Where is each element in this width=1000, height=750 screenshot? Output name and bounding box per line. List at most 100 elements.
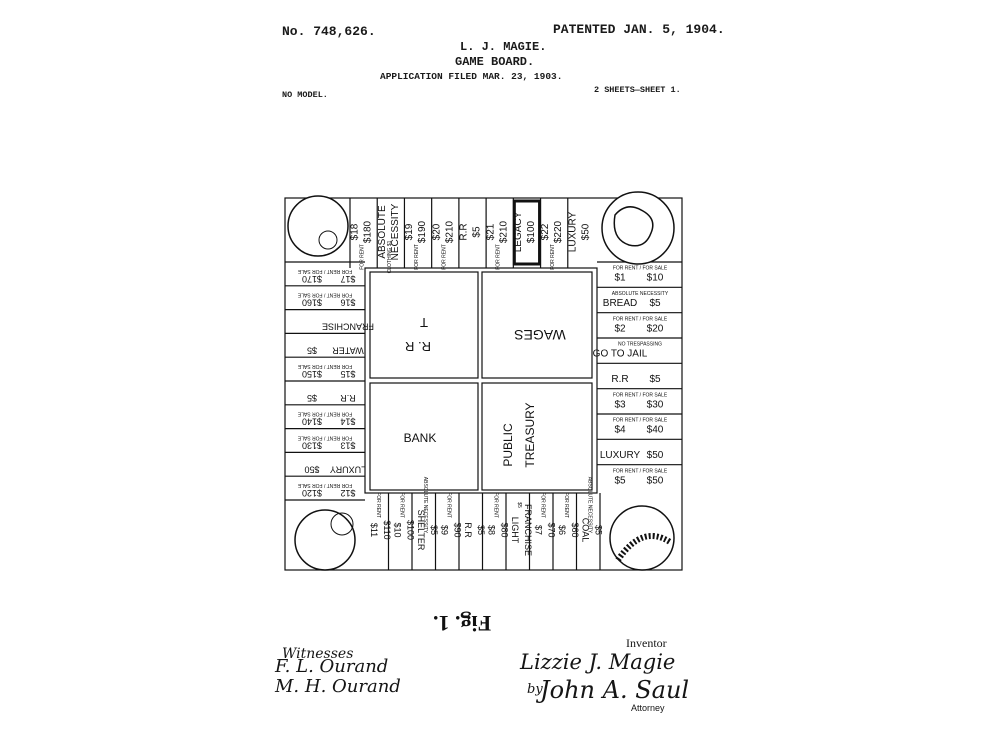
patent-title: GAME BOARD. — [455, 55, 535, 69]
bottom-space-value-b: $5 — [476, 525, 486, 535]
right-space-caption: FOR RENT / FOR SALE — [613, 316, 668, 322]
bottom-space-value-b: FRANCHISE — [523, 504, 533, 556]
left-space-value-b: $140 — [302, 417, 322, 427]
center-label-wages: WAGES — [514, 327, 566, 343]
bottom-space-value-b: $60 — [570, 522, 580, 537]
by-label: by — [527, 682, 543, 697]
right-space-value-a: $4 — [614, 425, 626, 436]
top-space-value-b: $100 — [526, 220, 537, 243]
center-label-bank: BANK — [404, 431, 437, 445]
left-space-value-a: $14 — [340, 417, 355, 427]
right-space-value-a: $1 — [614, 273, 626, 284]
top-space-caption: FOR RENT — [360, 244, 366, 270]
top-space-value-a: $22 — [540, 223, 551, 240]
attorney-signature: John A. Saul — [540, 676, 690, 704]
board-outline — [284, 197, 683, 571]
left-space-value-b: $150 — [302, 369, 322, 379]
left-space-caption: FOR RENT / FOR SALE — [297, 292, 352, 298]
right-space-value-b: $50 — [647, 450, 664, 461]
board-inner-edge — [364, 267, 598, 494]
attorney-label: Attorney — [631, 703, 665, 713]
right-space-value-a: GO TO JAIL — [593, 349, 648, 360]
left-space-value-b: $170 — [302, 274, 322, 284]
center-treasury-box — [481, 382, 593, 491]
right-space-value-a: $2 — [614, 323, 626, 334]
corner-ring — [318, 230, 338, 250]
right-space-value-b: $40 — [647, 425, 664, 436]
right-space-value-a: $5 — [614, 475, 626, 486]
top-space-value-a: LUXURY — [567, 211, 578, 252]
right-space-caption: NO TRESPASSING — [618, 342, 662, 348]
bottom-space-caption: FOR RENT — [492, 492, 498, 518]
witnesses-label: Witnesses — [282, 646, 354, 662]
inventor-label: Inventor — [626, 636, 667, 650]
top-space-value-a: $19 — [404, 223, 415, 240]
center-label-rr: R. R — [405, 339, 431, 354]
corner-disc-top-right — [601, 191, 675, 265]
center-label-treasury: TREASURY — [523, 402, 537, 467]
bottom-space-caption: FOR RENT — [445, 492, 451, 518]
left-space-value-a: $15 — [340, 369, 355, 379]
bottom-space-value-b: $5 — [593, 525, 603, 535]
bottom-space-value-a: $8 — [486, 525, 496, 535]
left-space-value-a: FRANCHISE — [322, 322, 374, 332]
right-space-value-a: BREAD — [603, 298, 637, 309]
bottom-space-caption: $5 — [516, 502, 522, 508]
bottom-space-value-b: $110 — [382, 520, 392, 539]
left-space-caption: FOR RENT / FOR SALE — [297, 435, 352, 441]
top-space-value-b: NECESSITY — [390, 203, 401, 260]
top-space-value-b: $220 — [553, 220, 564, 243]
legacy-box-highlight — [512, 199, 542, 266]
left-space-value-a: $17 — [340, 274, 355, 284]
globe-map-icon — [613, 206, 654, 247]
top-space-caption: FOR RENT — [496, 244, 502, 270]
bottom-space-value-a: $6 — [557, 525, 567, 535]
top-space-caption: FOR RENT — [550, 244, 556, 270]
bottom-space-value-a: $7 — [533, 525, 543, 535]
left-space-value-a: LUXURY — [330, 464, 366, 474]
left-space-value-a: R.R — [340, 393, 356, 403]
left-space-caption: FOR RENT / FOR SALE — [297, 411, 352, 417]
top-space-value-b: $210 — [444, 220, 455, 243]
right-space-value-b: $50 — [647, 475, 664, 486]
left-space-value-a: $12 — [340, 488, 355, 498]
top-space-value-b: $50 — [580, 223, 591, 240]
patent-date: PATENTED JAN. 5, 1904. — [553, 22, 725, 37]
left-space-value-a: WATER — [332, 345, 364, 355]
right-space-value-b: $10 — [647, 273, 664, 284]
right-space-value-b: $5 — [649, 374, 661, 385]
model-note: NO MODEL. — [282, 90, 328, 100]
bottom-space-caption: ABSOLUTE NECESSITY — [586, 477, 592, 534]
right-space-value-a: $3 — [614, 399, 626, 410]
bottom-space-value-a: SHELTER — [416, 510, 426, 551]
bottom-space-value-b: $80 — [499, 522, 509, 537]
top-space-value-a: R.R — [459, 223, 470, 240]
top-space-value-b: $180 — [363, 220, 374, 243]
left-space-caption: FOR RENT / FOR SALE — [297, 363, 352, 369]
right-space-caption: FOR RENT / FOR SALE — [613, 266, 668, 272]
left-space-value-a: $13 — [340, 441, 355, 451]
top-space-caption: CLOTHING $1 — [387, 240, 393, 273]
witness-signature-2: M. H. Ourand — [275, 676, 401, 697]
center-label-public: PUBLIC — [501, 423, 515, 467]
inventor-signature: Lizzie J. Magie — [520, 650, 676, 674]
right-space-value-a: LUXURY — [600, 450, 641, 461]
right-space-caption: FOR RENT / FOR SALE — [613, 418, 668, 424]
bottom-space-caption: FOR RENT — [398, 492, 404, 518]
top-space-value-a: ABSOLUTE — [377, 205, 388, 259]
right-space-value-b: $20 — [647, 323, 664, 334]
left-space-value-b: $5 — [307, 393, 317, 403]
right-space-value-b: $30 — [647, 399, 664, 410]
application-line: APPLICATION FILED MAR. 23, 1903. — [380, 71, 563, 82]
sheet-count: 2 SHEETS—SHEET 1. — [594, 85, 681, 95]
jail-bars-icon — [615, 533, 672, 562]
left-space-value-b: $5 — [307, 345, 317, 355]
top-space-caption: FOR RENT — [441, 244, 447, 270]
witness-signature-1: F. L. Ourand — [275, 656, 389, 677]
bottom-space-value-a: LIGHT — [510, 517, 520, 544]
corner-disc-top-left — [287, 195, 349, 257]
bottom-space-value-a: R.R — [463, 522, 473, 538]
bottom-space-value-b: $5 — [429, 525, 439, 535]
left-space-value-b: $160 — [302, 298, 322, 308]
